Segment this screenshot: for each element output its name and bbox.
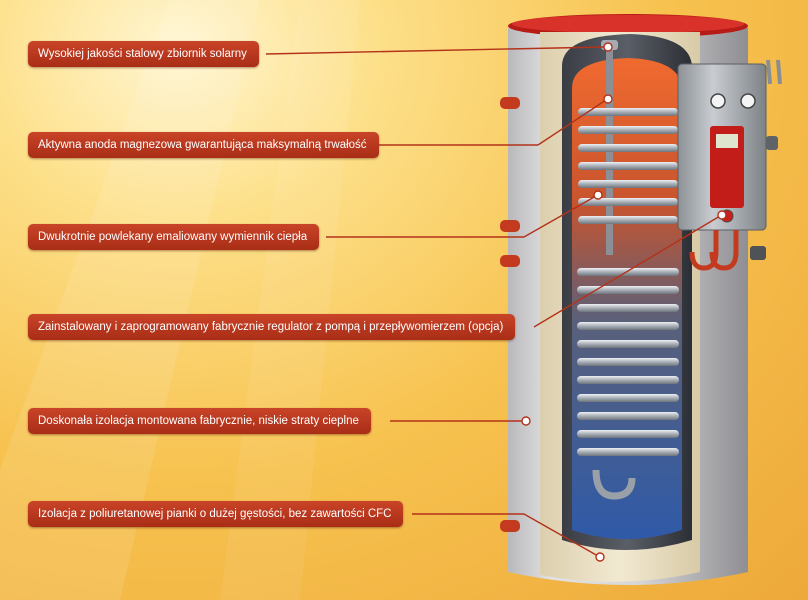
lower-heat-exchanger (577, 268, 679, 500)
callout-exchanger: Dwukrotnie powlekany emaliowany wymienni… (28, 224, 320, 250)
leader-points (521, 42, 727, 562)
solar-controller-station (677, 59, 782, 271)
callout-tank: Wysokiej jakości stalowy zbiornik solarn… (28, 41, 259, 67)
callout-insulation: Doskonała izolacja montowana fabrycznie,… (28, 408, 371, 434)
controller-display (716, 134, 738, 148)
callout-foam: Izolacja z poliuretanowej pianki o dużej… (28, 501, 404, 527)
leader-lines (265, 46, 721, 557)
upper-heat-exchanger (578, 108, 678, 224)
pipe-connections (500, 97, 520, 532)
callout-controller: Zainstalowany i zaprogramowany fabryczni… (28, 314, 516, 340)
callout-anode: Aktywna anoda magnezowa gwarantująca mak… (28, 132, 379, 158)
